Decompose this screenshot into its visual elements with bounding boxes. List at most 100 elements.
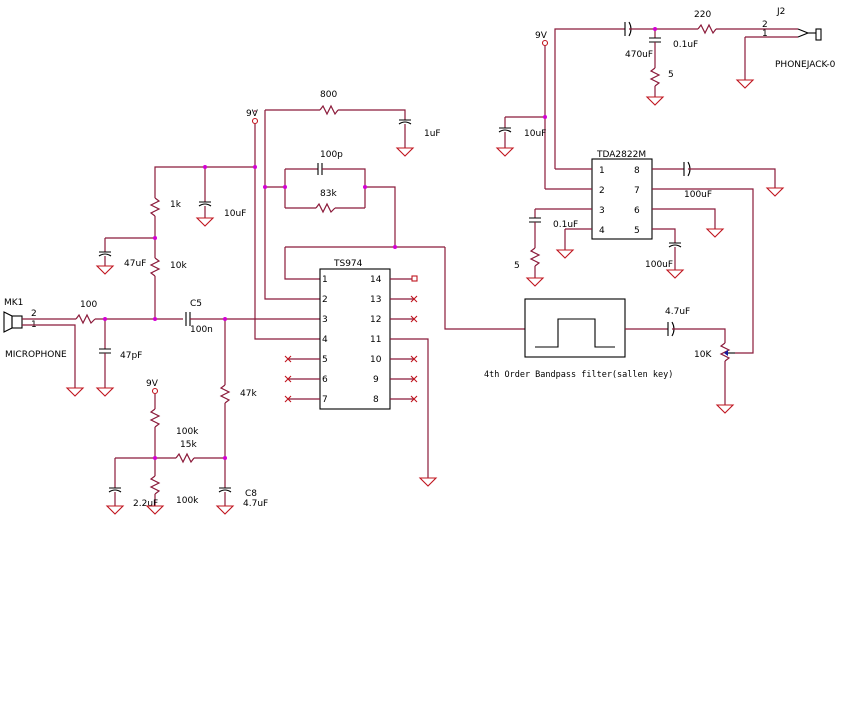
vcc-label-1: 9V [246, 109, 259, 119]
svg-text:4: 4 [599, 226, 605, 236]
mic-pin2: 2 [31, 309, 37, 319]
junction-dots [103, 27, 657, 460]
r83k-resistor [315, 202, 336, 214]
ground-icon [525, 277, 545, 287]
svg-text:2: 2 [322, 295, 328, 305]
tda2822m-chip [591, 158, 653, 240]
r5-amp-resistor [529, 247, 541, 267]
ground-icon [645, 96, 665, 106]
ground-icon [765, 187, 785, 197]
r100-resistor [75, 313, 96, 325]
ground-symbols [65, 79, 785, 515]
svg-text:6: 6 [634, 206, 640, 216]
c8-ref: C8 [245, 489, 257, 499]
pot-10k [719, 342, 735, 362]
r10k-resistor [149, 257, 161, 277]
c100p-label: 100p [320, 150, 343, 160]
svg-text:5: 5 [634, 226, 640, 236]
r5-out-label: 5 [668, 70, 674, 80]
r800-label: 800 [320, 90, 337, 100]
ts974-name: TS974 [333, 259, 363, 269]
svg-text:6: 6 [322, 375, 328, 385]
ground-icon [65, 387, 85, 397]
ground-icon [555, 249, 575, 259]
phone-jack-symbol [797, 28, 822, 41]
r5-amp-label: 5 [514, 261, 520, 271]
r83k-label: 83k [320, 189, 337, 199]
c8-value: 4.7uF [243, 499, 268, 509]
r220-label: 220 [694, 10, 711, 20]
c47uf-filter-label: 4.7uF [665, 307, 690, 317]
r100k-bottom-resistor [149, 475, 161, 495]
r800-resistor [319, 104, 339, 116]
r10k-label: 10k [170, 261, 187, 271]
ground-icon [105, 505, 125, 515]
c47pf-label: 47pF [120, 351, 142, 361]
c01uf-amp-label: 0.1uF [553, 220, 578, 230]
svg-text:12: 12 [370, 315, 381, 325]
jack-pin1: 1 [762, 29, 768, 39]
ground-icon [95, 387, 115, 397]
svg-text:7: 7 [322, 395, 328, 405]
svg-text:13: 13 [370, 295, 381, 305]
ground-icon [215, 505, 235, 515]
r100k-top-resistor [149, 408, 161, 428]
pot-label: 10K [694, 350, 712, 360]
jack-name: PHONEJACK-0 [775, 60, 836, 70]
r100k-top-label: 100k [176, 427, 199, 437]
r100k-bottom-label: 100k [176, 496, 199, 506]
svg-text:8: 8 [373, 395, 379, 405]
c5-value: 100n [190, 325, 213, 335]
ground-icon [715, 404, 735, 414]
ground-icon [95, 265, 115, 275]
c100uf-pin5-label: 100uF [645, 260, 673, 270]
ground-icon [395, 147, 415, 157]
tda-name: TDA2822M [596, 150, 646, 160]
c01uf-out-label: 0.1uF [673, 40, 698, 50]
r47k-resistor [219, 384, 231, 404]
ground-icon [195, 217, 215, 227]
svg-text:4: 4 [322, 335, 328, 345]
r15k-label: 15k [180, 440, 197, 450]
svg-text:3: 3 [322, 315, 328, 325]
svg-text:1: 1 [599, 166, 605, 176]
c470uf-label: 470uF [625, 50, 653, 60]
ground-icon [418, 477, 438, 487]
ground-icon [495, 147, 515, 157]
c47uf-label: 47uF [124, 259, 146, 269]
filter-label: 4th Order Bandpass filter(sallen key) [484, 370, 673, 380]
svg-text:3: 3 [599, 206, 605, 216]
c10uf-right-label: 10uF [524, 129, 546, 139]
svg-text:10: 10 [370, 355, 382, 365]
c10uf-left-label: 10uF [224, 209, 246, 219]
r1k-label: 1k [170, 200, 182, 210]
svg-text:1: 1 [322, 275, 328, 285]
svg-text:2: 2 [599, 186, 605, 196]
c22uf-label: 2.2uF [133, 499, 158, 509]
svg-text:9: 9 [373, 375, 379, 385]
ground-icon [145, 505, 165, 515]
r47k-label: 47k [240, 389, 257, 399]
ground-icon [735, 79, 755, 89]
microphone-symbol [3, 311, 23, 333]
svg-text:7: 7 [634, 186, 640, 196]
r15k-resistor [175, 452, 195, 464]
jack-ref: J2 [776, 7, 785, 17]
r1k-resistor [149, 197, 161, 217]
c1uf-label: 1uF [424, 129, 441, 139]
mic-name: MICROPHONE [5, 350, 67, 360]
r5-out-resistor [649, 67, 661, 87]
c5-ref: C5 [190, 299, 202, 309]
svg-text:11: 11 [370, 335, 381, 345]
c100uf-out-label: 100uF [684, 190, 712, 200]
tda-pin-numbers: 1 2 3 4 5 6 7 8 [599, 166, 640, 236]
bandpass-filter-block [524, 298, 626, 358]
r220-resistor [697, 23, 717, 35]
jack-pin2: 2 [762, 20, 768, 30]
r100-label: 100 [80, 300, 97, 310]
ground-icon [705, 228, 725, 238]
ts974-pin-numbers: 1 2 3 4 5 6 7 8 9 10 11 12 13 14 [322, 275, 382, 405]
svg-text:8: 8 [634, 166, 640, 176]
vcc-label-2: 9V [146, 379, 159, 389]
